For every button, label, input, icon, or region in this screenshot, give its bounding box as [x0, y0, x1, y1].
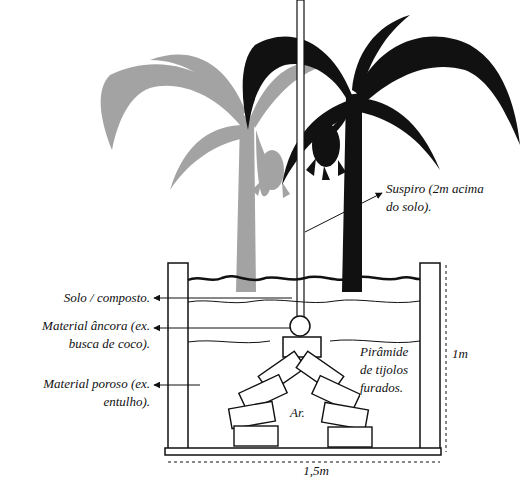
leader-lines — [154, 193, 382, 385]
soil-layers — [188, 276, 420, 342]
vent-label: Suspiro (2m acima do solo). — [386, 180, 486, 216]
grey-banana-plant — [101, 54, 330, 292]
dimension-label: 1m — [452, 345, 492, 363]
brick-pyramid — [229, 351, 372, 447]
vent-pipe — [283, 0, 321, 357]
air-label: Ar. — [290, 404, 320, 422]
pit-container — [165, 263, 441, 455]
dimension-label: 1,5m — [286, 462, 346, 480]
black-banana-plant — [243, 15, 520, 292]
layer-label: Material âncora (ex. busca de coco). — [20, 317, 150, 353]
pyramid-label: Pirâmide de tijolos furados. — [360, 343, 418, 397]
layer-label: Material poroso (ex. entulho). — [20, 375, 150, 411]
dimension-lines — [168, 265, 446, 462]
layer-label: Solo / composto. — [10, 289, 150, 307]
